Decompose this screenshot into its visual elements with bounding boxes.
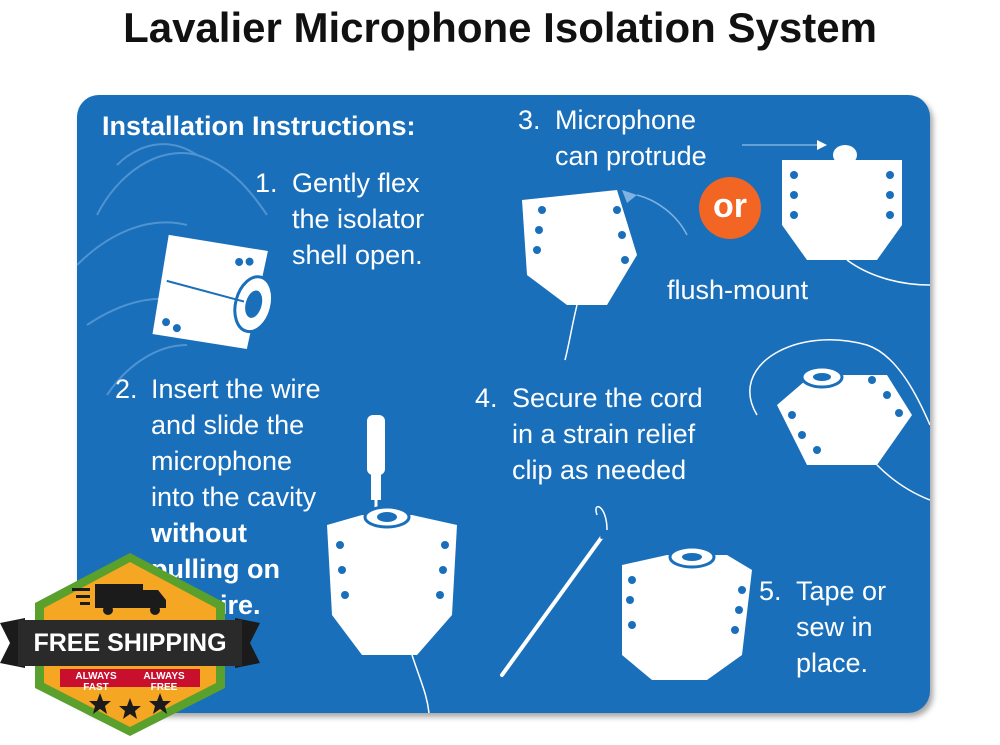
- step-4-line: clip as needed: [512, 455, 687, 485]
- step-5-number: 5.: [759, 576, 782, 606]
- hand-illustration: [77, 143, 268, 396]
- step-3-line: Microphone: [555, 105, 697, 135]
- free-shipping-label: FREE SHIPPING: [33, 629, 227, 657]
- step-5-line: Tape or: [796, 576, 887, 606]
- step-2-line: microphone: [151, 446, 293, 476]
- truck-icon: [72, 584, 166, 615]
- free-shipping-badge: FREE SHIPPING ALWAYS FAST ALWAYS FREE: [0, 548, 260, 738]
- step-2-number: 2.: [115, 374, 138, 404]
- instructions-heading: Installation Instructions:: [102, 111, 416, 141]
- always-free-label: ALWAYS FREE: [143, 671, 185, 693]
- or-badge: or: [699, 177, 761, 239]
- shell-protrude-icon: [522, 190, 688, 361]
- step-2-line: Insert the wire: [151, 374, 321, 404]
- step-2-line: and slide the: [151, 410, 305, 440]
- step-1-line: the isolator: [292, 204, 425, 234]
- step-3: 3. Microphone can protrude: [518, 102, 748, 177]
- step-5: 5. Tape or sew in place.: [759, 573, 919, 683]
- page-title: Lavalier Microphone Isolation System: [123, 4, 877, 51]
- step-2-line: into the cavity: [151, 482, 317, 512]
- shell-step2-icon: [327, 505, 457, 713]
- step-1-line: shell open.: [292, 240, 423, 270]
- step-2-bold-line: without: [151, 518, 247, 548]
- step-5-line: place.: [796, 648, 869, 678]
- step-1: 1. Gently flex the isolator shell open.: [255, 165, 475, 275]
- flush-mount-label: flush-mount: [667, 275, 809, 305]
- step-1-line: Gently flex: [292, 168, 420, 198]
- step-1-number: 1.: [255, 168, 278, 198]
- shell-step4-icon: [749, 339, 930, 501]
- shell-flush-icon: [742, 140, 930, 286]
- needle-icon: [500, 505, 610, 677]
- shell-step5-icon: [622, 545, 752, 680]
- step-4-line: Secure the cord: [512, 383, 703, 413]
- step-3-number: 3.: [518, 105, 541, 135]
- step-4: 4. Secure the cord in a strain relief cl…: [475, 380, 755, 490]
- step-5-line: sew in: [796, 612, 873, 642]
- step-4-line: in a strain relief: [512, 419, 696, 449]
- shell-step1-icon: [152, 234, 275, 349]
- badge-graphic: [0, 553, 260, 736]
- illustrations: [77, 140, 930, 713]
- step-4-number: 4.: [475, 383, 498, 413]
- star-icon: [89, 693, 171, 719]
- step-3-line: can protrude: [555, 141, 707, 171]
- instructions-panel: Installation Instructions: 1. Gently fle…: [77, 95, 930, 713]
- always-fast-label: ALWAYS FAST: [75, 671, 117, 693]
